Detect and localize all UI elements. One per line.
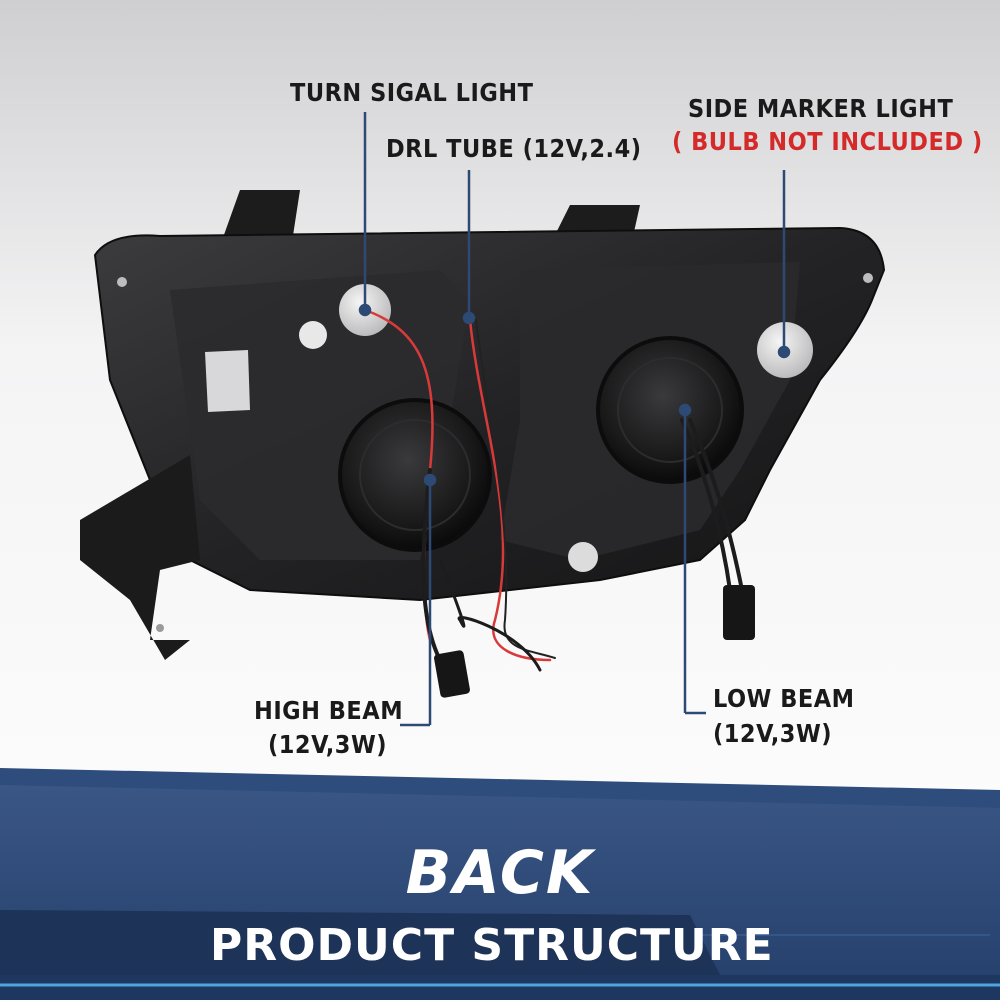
bottom-banner	[0, 768, 1000, 1000]
high-beam-connector	[434, 650, 470, 698]
low-beam-connector	[723, 585, 755, 640]
low-beam-spec: (12V,3W)	[713, 719, 833, 748]
callout-leaders	[358, 112, 791, 727]
bulb-not-included-note: ( BULB NOT INCLUDED )	[672, 127, 983, 156]
turn-signal-label: TURN SIGAL LIGHT	[290, 78, 534, 107]
high-beam-spec: (12V,3W)	[268, 730, 388, 759]
banner-subtitle: PRODUCT STRUCTURE	[210, 920, 774, 971]
drl-tube-label: DRL TUBE (12V,2.4)	[386, 134, 642, 163]
side-marker-label: SIDE MARKER LIGHT	[688, 94, 954, 123]
wiring	[363, 308, 744, 672]
banner-title: BACK	[405, 838, 595, 908]
low-beam-label: LOW BEAM	[713, 684, 855, 713]
high-beam-label: HIGH BEAM	[254, 696, 404, 725]
